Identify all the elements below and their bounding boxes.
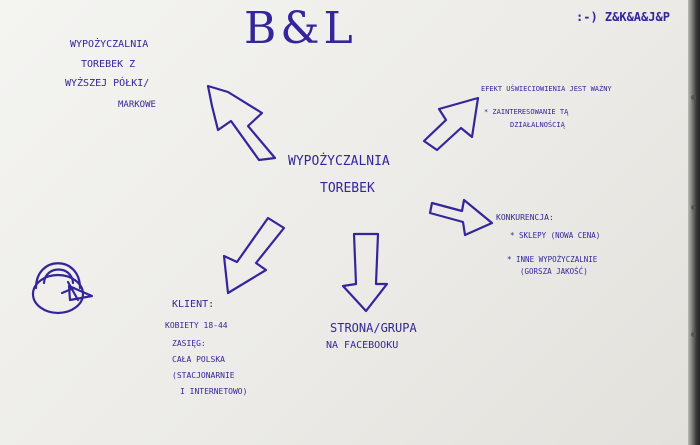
arrow-to-channel — [341, 232, 389, 313]
binder-hole — [691, 95, 696, 100]
channel-line1: STRONA/GRUPA — [330, 321, 417, 335]
top-right-line2: * ZAINTERESOWANIE TĄ — [484, 108, 569, 116]
client-reach-online: I INTERNETOWO) — [180, 387, 248, 396]
center-line2: TOREBEK — [320, 181, 375, 196]
logo-title: B&L — [244, 3, 357, 54]
handbag-drawing — [31, 262, 94, 315]
team-initials: :-) Z&K&A&J&P — [576, 10, 670, 24]
client-reach-offline: (STACJONARNIE — [172, 371, 235, 380]
top-left-line3: WYŻSZEJ PÓŁKI/ — [65, 78, 150, 89]
client-heading: KLIENT: — [172, 299, 215, 310]
top-left-line2: TOREBEK Z — [81, 59, 136, 70]
competition-item-rentals: * INNE WYPOŻYCZALNIE — [507, 255, 598, 264]
client-reach-label: ZASIĘG: — [172, 339, 206, 348]
top-left-line4: MARKOWE — [118, 100, 156, 110]
arrow-to-top-right — [422, 96, 480, 152]
top-right-line1: EFEKT UŚWIECIOWIENIA JEST WAŻNY — [481, 85, 612, 93]
arrow-to-competition — [428, 198, 494, 237]
client-women: KOBIETY 18-44 — [165, 321, 228, 330]
competition-item-shops: * SKLEPY (NOWA CENA) — [510, 231, 601, 240]
channel-line2: NA FACEBOOKU — [326, 340, 399, 351]
arrow-to-client — [222, 216, 286, 295]
board-edge — [688, 0, 700, 445]
top-left-line1: WYPOŻYCZALNIA — [70, 39, 149, 50]
competition-heading: KONKURENCJA: — [496, 213, 554, 222]
binder-hole — [691, 332, 696, 337]
center-line1: WYPOŻYCZALNIA — [288, 154, 390, 169]
top-right-line3: DZIAŁALNOŚCIĄ — [510, 121, 565, 129]
binder-hole — [691, 205, 696, 210]
arrow-to-top-left — [206, 84, 277, 162]
competition-item-quality: (GORSZA JAKOŚĆ) — [520, 267, 588, 276]
client-reach-poland: CAŁA POLSKA — [172, 355, 225, 364]
